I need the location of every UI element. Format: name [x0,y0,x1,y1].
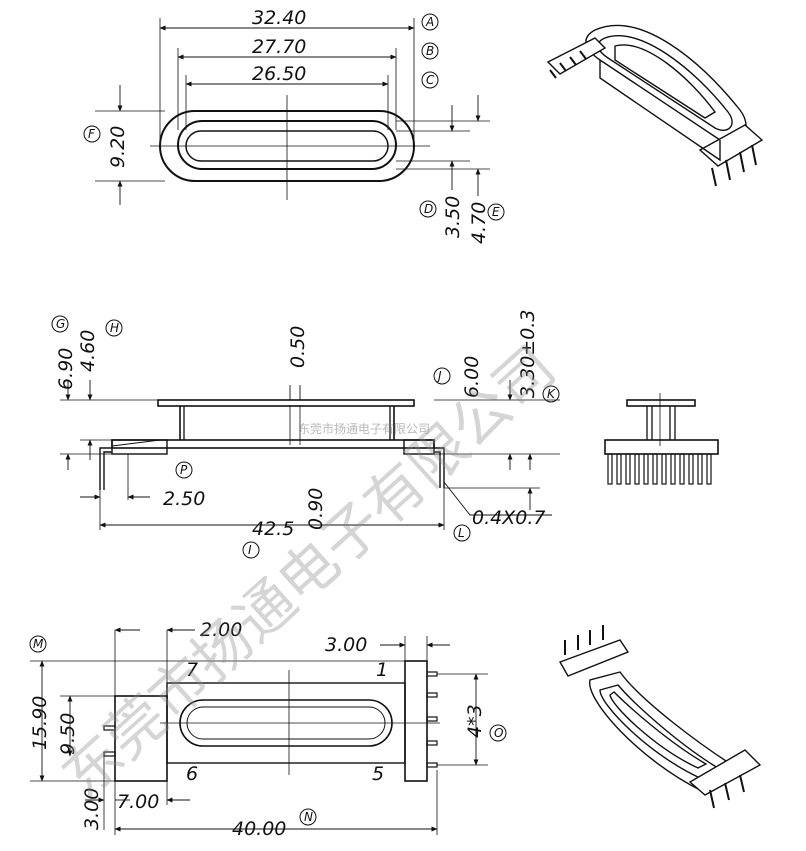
marker-g: G [51,315,69,333]
bottom-view [30,627,488,835]
marker-i: I [242,541,260,559]
marker-l: L [453,524,471,542]
dim-e-value: 4.70 [468,202,490,244]
dim-l-value: 0.4X0.7 [472,507,545,529]
pin-label-5: 5 [372,763,384,785]
svg-text:G: G [56,317,65,331]
svg-text:J: J [436,369,442,383]
dim-c-value: 26.50 [252,63,306,85]
svg-text:A: A [425,15,434,29]
dim-k-value: 3.30±0.3 [517,310,539,398]
marker-n: N [299,808,317,826]
pin-label-7: 7 [186,659,198,681]
svg-text:P: P [180,463,188,477]
dim-m-value: 15.90 [29,696,51,750]
marker-k: K [542,385,560,403]
svg-text:F: F [88,127,96,141]
marker-h: H [105,319,123,337]
svg-text:K: K [547,387,556,401]
dim-top-left-value: 2.00 [200,619,242,641]
dim-a-value: 32.40 [252,7,306,29]
dim-base-value: 0.90 [305,488,327,530]
marker-b: B [421,42,439,60]
watermark-small: 东莞市扬通电子有限公司 [298,421,430,436]
dim-pitch-value: 4*3 [464,704,486,738]
isometric-view-top [546,24,764,187]
svg-text:O: O [494,726,503,740]
top-view [95,18,490,205]
marker-o: O [489,724,507,742]
dim-f-value: 9.20 [107,126,129,168]
side-view-top-flange [157,399,415,407]
marker-f: F [83,125,101,143]
svg-text:D: D [424,202,433,216]
dim-flange-value: 7.00 [117,791,159,813]
marker-e: E [487,203,505,221]
marker-p: P [175,461,193,479]
end-view [604,393,719,485]
dim-g-value: 6.90 [55,348,77,390]
dim-inner-value: 9.50 [57,713,79,755]
dim-h-value: 4.60 [77,330,99,372]
svg-text:I: I [248,543,252,557]
marker-j: J [433,367,451,385]
dim-b-value: 27.70 [252,36,306,58]
dim-i-value: 42.5 [252,518,294,540]
pin-label-6: 6 [186,763,198,785]
svg-text:L: L [458,526,465,540]
svg-text:E: E [492,205,500,219]
dim-pin-len-value: 3.00 [81,788,103,830]
dim-slot-value: 0.50 [287,326,309,368]
svg-text:M: M [33,637,44,651]
svg-text:C: C [426,73,435,87]
bottom-view-right-flange [404,660,428,782]
dim-j-value: 6.00 [461,356,483,398]
side-view-base [111,439,435,449]
svg-text:H: H [110,321,119,335]
dim-d-value: 3.50 [442,196,464,238]
dim-n-value: 40.00 [232,818,286,840]
dim-top-right-value: 3.00 [325,634,367,656]
dim-p-value: 2.50 [163,488,205,510]
svg-text:B: B [426,44,434,58]
marker-d: D [419,200,437,218]
marker-m: M [29,635,47,653]
marker-c: C [421,71,439,89]
isometric-view-bottom [558,625,762,809]
side-view [60,380,560,530]
marker-a: A [421,13,439,31]
pin-label-1: 1 [376,659,388,681]
svg-text:N: N [304,810,313,824]
